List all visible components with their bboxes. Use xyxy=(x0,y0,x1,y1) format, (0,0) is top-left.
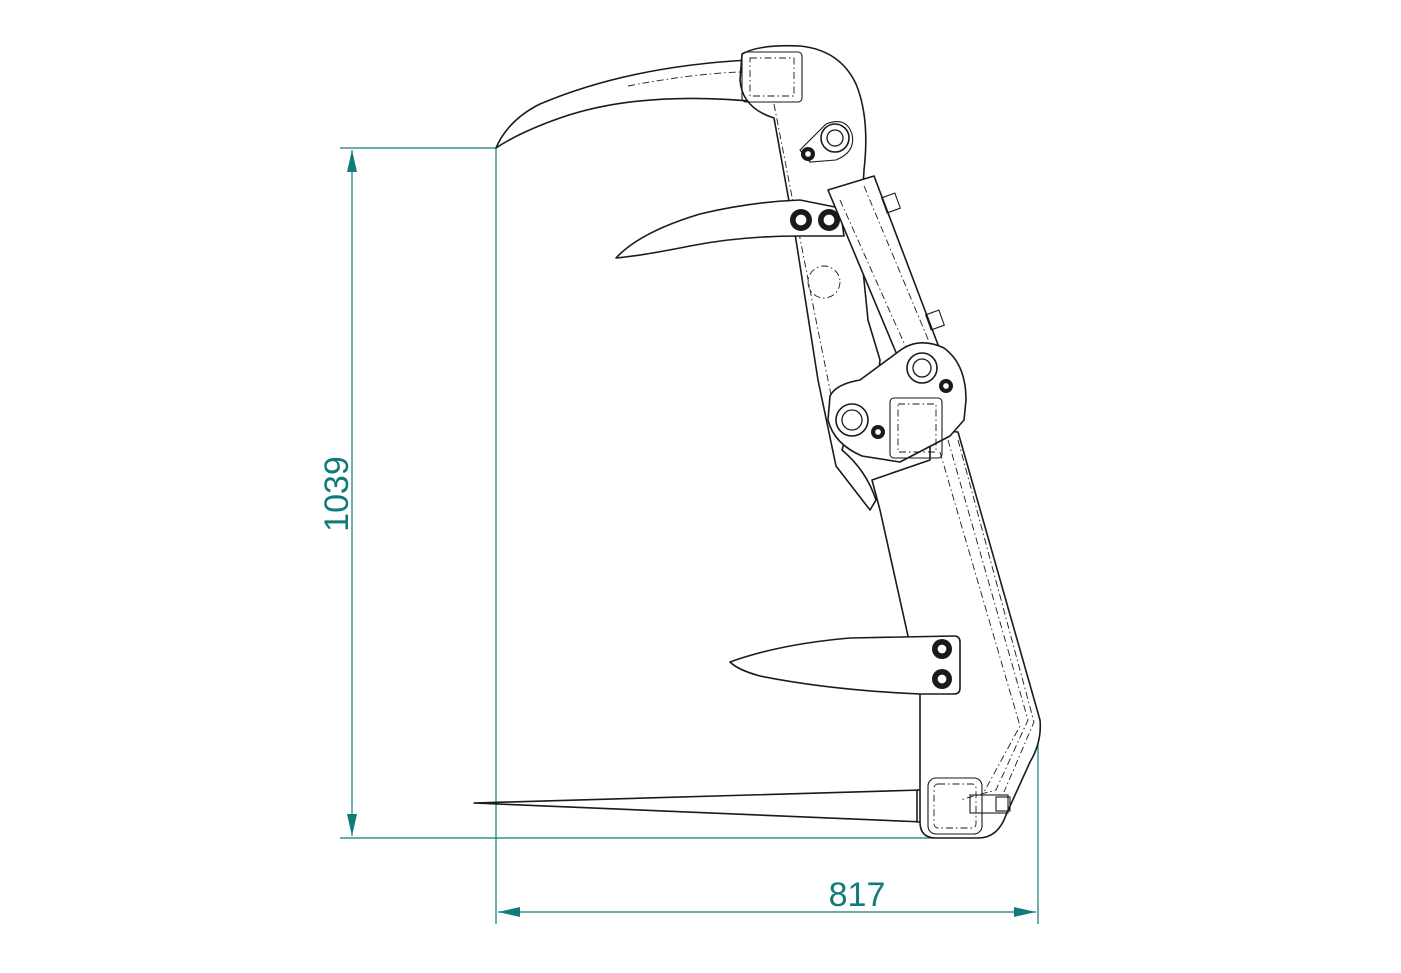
height-arrow-bottom xyxy=(347,814,357,836)
hinge-bolt-lower xyxy=(871,425,885,439)
middle-tine-bolt-2 xyxy=(818,209,840,231)
bottom-tine xyxy=(473,789,930,823)
hinge-pin-lower xyxy=(835,403,869,437)
height-arrow-top xyxy=(347,150,357,172)
upper-pivot-bolt xyxy=(801,147,815,161)
height-label: 1039 xyxy=(318,456,356,532)
main-frame-outline xyxy=(871,429,1042,839)
width-arrow-right xyxy=(1014,907,1036,917)
upper-arm xyxy=(495,44,881,511)
width-dimension: 817 xyxy=(495,148,1039,924)
middle-tine-bolt-1 xyxy=(790,209,812,231)
lower-tine-bolt-2 xyxy=(932,669,952,689)
hinge-bolt-upper xyxy=(939,379,953,393)
main-frame xyxy=(871,429,1042,839)
upper-pivot-pin xyxy=(820,123,850,153)
hinge-pin-upper xyxy=(906,352,938,384)
hinge-plate xyxy=(827,342,967,463)
lower-tine xyxy=(729,635,961,695)
middle-tine xyxy=(615,199,845,259)
width-label: 817 xyxy=(829,876,886,914)
width-arrow-left xyxy=(498,907,520,917)
upper-pivot xyxy=(799,121,854,163)
height-dimension: 1039 xyxy=(318,147,935,839)
lower-tine-bolt-1 xyxy=(932,639,952,659)
